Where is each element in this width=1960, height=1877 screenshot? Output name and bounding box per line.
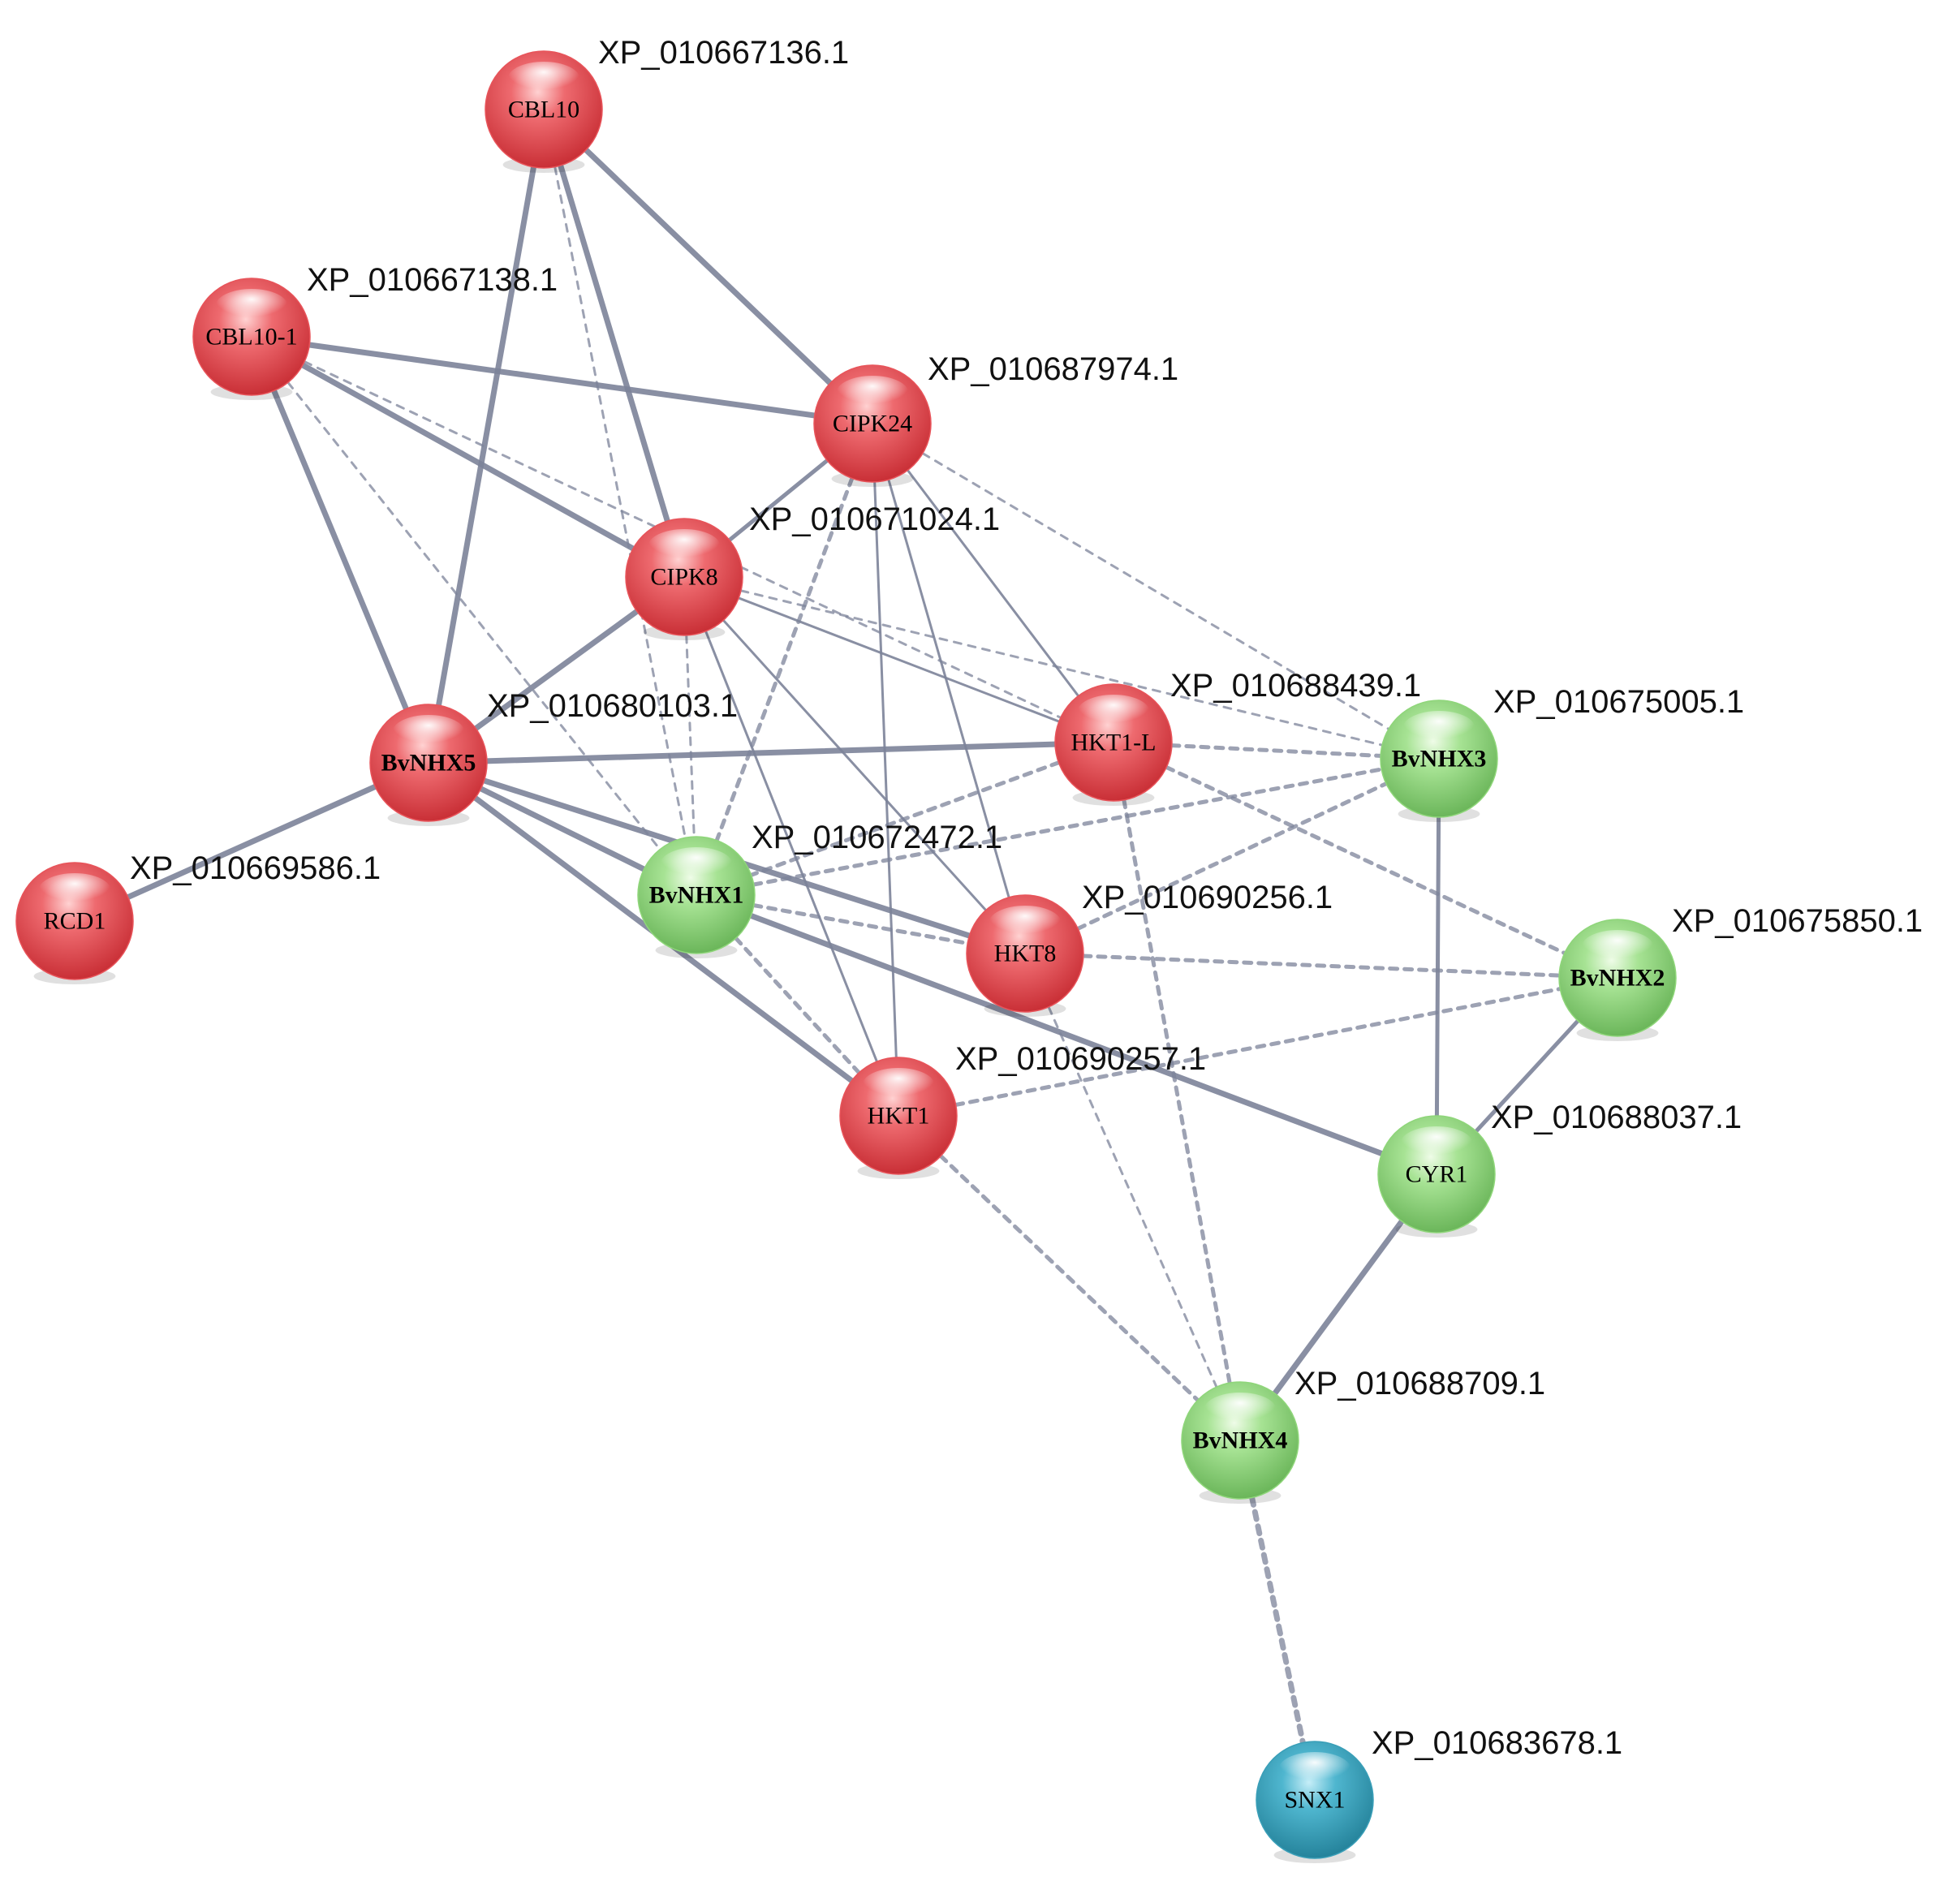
edge-cipk8-bvnhx3 [683, 575, 1441, 760]
node-rcd1[interactable]: RCD1 [15, 862, 134, 984]
edge-hkt8-bvnhx2 [1023, 951, 1620, 980]
edge-bvnhx3-cyr1 [1434, 756, 1441, 1177]
node-cbl10-1[interactable]: CBL10-1 [192, 278, 311, 400]
edge-cipk24-bvnhx1 [694, 421, 875, 898]
node-bvnhx1[interactable]: BvNHX1 [637, 836, 756, 958]
accession-label-bvnhx4: XP_010688709.1 [1294, 1366, 1545, 1401]
edge-bvnhx1-cyr1 [693, 892, 1440, 1177]
node-bvnhx2[interactable]: BvNHX2 [1558, 919, 1677, 1041]
accession-label-cipk8: XP_010671024.1 [749, 502, 1000, 537]
edge-cipk8-hkt1 [683, 575, 900, 1117]
accession-label-bvnhx1: XP_010672472.1 [752, 820, 1002, 855]
node-cipk8[interactable]: CIPK8 [625, 518, 743, 640]
node-highlight [507, 61, 580, 97]
node-label: CIPK24 [833, 411, 912, 437]
node-snx1[interactable]: SNX1 [1256, 1741, 1374, 1863]
node-highlight [660, 846, 733, 883]
labels-layer: XP_010667136.1XP_010667138.1XP_010687974… [130, 35, 1923, 1761]
node-bvnhx4[interactable]: BvNHX4 [1181, 1381, 1299, 1504]
node-highlight [1278, 1751, 1351, 1788]
node-label: HKT1-L [1071, 730, 1157, 756]
node-label: CIPK8 [650, 564, 717, 591]
accession-label-hkt1-l: XP_010688439.1 [1170, 668, 1421, 704]
edge-cbl10-bvnhx5 [425, 106, 547, 766]
edge-bvnhx1-bvnhx3 [694, 756, 1441, 898]
edge-cbl10-1-bvnhx5 [248, 334, 432, 766]
accession-label-cipk24: XP_010687974.1 [928, 351, 1178, 387]
node-hkt1[interactable]: HKT1 [839, 1057, 958, 1179]
edge-cipk24-hkt1-l [871, 422, 1115, 744]
edge-cipk8-hkt1-l [683, 575, 1115, 744]
edge-cipk24-hkt1 [871, 422, 900, 1117]
edge-hkt8-bvnhx4 [1023, 952, 1242, 1442]
accession-label-cbl10-1: XP_010667138.1 [307, 262, 558, 298]
edge-hkt1-bvnhx2 [896, 975, 1620, 1118]
accession-label-bvnhx3: XP_010675005.1 [1493, 684, 1744, 720]
node-highlight [38, 872, 111, 909]
accession-label-hkt8: XP_010690256.1 [1082, 880, 1333, 915]
node-label: BvNHX1 [649, 882, 744, 909]
edge-cipk8-hkt8 [683, 575, 1027, 955]
edge-bvnhx5-hkt1-l [425, 739, 1117, 766]
accession-label-hkt1: XP_010690257.1 [955, 1041, 1206, 1077]
node-highlight [1077, 694, 1150, 730]
node-highlight [862, 1067, 935, 1104]
edge-cbl10-cipk24 [541, 106, 876, 427]
edge-cipk24-hkt8 [871, 422, 1027, 955]
accession-label-bvnhx2: XP_010675850.1 [1672, 903, 1923, 939]
edge-hkt1-l-bvnhx1 [694, 740, 1116, 898]
edge-cbl10-bvnhx1 [542, 108, 698, 897]
edge-cbl10-cipk8 [541, 106, 687, 580]
node-label: HKT1 [868, 1103, 930, 1130]
node-label: BvNHX2 [1570, 965, 1665, 992]
node-label: BvNHX3 [1392, 746, 1487, 773]
edges-layer [71, 106, 1620, 1803]
accession-label-snx1: XP_010683678.1 [1372, 1725, 1622, 1761]
node-label: CBL10 [508, 97, 579, 123]
node-bvnhx3[interactable]: BvNHX3 [1380, 700, 1498, 822]
node-highlight [392, 714, 465, 751]
node-highlight [1581, 929, 1654, 966]
edge-cbl10-1-cipk24 [248, 334, 876, 427]
node-highlight [1400, 1126, 1473, 1162]
node-highlight [648, 528, 721, 565]
node-cbl10[interactable]: CBL10 [485, 50, 603, 173]
node-label: RCD1 [44, 908, 106, 935]
node-cipk24[interactable]: CIPK24 [813, 364, 932, 487]
edge-hkt1-bvnhx4 [896, 1113, 1243, 1443]
accession-label-bvnhx5: XP_010680103.1 [487, 688, 738, 724]
accession-label-cbl10: XP_010667136.1 [598, 35, 849, 71]
node-highlight [836, 375, 909, 411]
edge-bvnhx4-snx1 [1237, 1437, 1318, 1803]
edge-cipk24-bvnhx3 [871, 422, 1441, 760]
edge-cbl10-1-bvnhx1 [250, 335, 698, 897]
node-cyr1[interactable]: CYR1 [1377, 1115, 1496, 1238]
node-label: CBL10-1 [205, 324, 297, 351]
node-highlight [989, 905, 1062, 941]
accession-label-cyr1: XP_010688037.1 [1491, 1100, 1742, 1135]
node-highlight [1402, 710, 1475, 747]
node-label: CYR1 [1406, 1161, 1468, 1188]
edge-hkt1-l-bvnhx4 [1111, 740, 1243, 1443]
accession-label-rcd1: XP_010669586.1 [130, 850, 381, 886]
edge-hkt8-bvnhx3 [1023, 756, 1441, 956]
node-highlight [1204, 1392, 1277, 1428]
edge-cbl10-1-cipk8 [248, 334, 687, 580]
node-hkt8[interactable]: HKT8 [966, 894, 1084, 1017]
node-label: BvNHX4 [1193, 1427, 1288, 1454]
node-label: BvNHX5 [381, 750, 476, 777]
node-bvnhx5[interactable]: BvNHX5 [369, 704, 488, 826]
node-label: SNX1 [1284, 1787, 1345, 1814]
edge-cbl10-1-hkt1-l [250, 335, 1115, 744]
edge-hkt1-l-bvnhx2 [1111, 740, 1620, 980]
node-label: HKT8 [994, 941, 1057, 967]
edge-bvnhx5-rcd1 [71, 760, 432, 924]
node-highlight [215, 288, 288, 325]
node-hkt1-l[interactable]: HKT1-L [1054, 683, 1173, 806]
